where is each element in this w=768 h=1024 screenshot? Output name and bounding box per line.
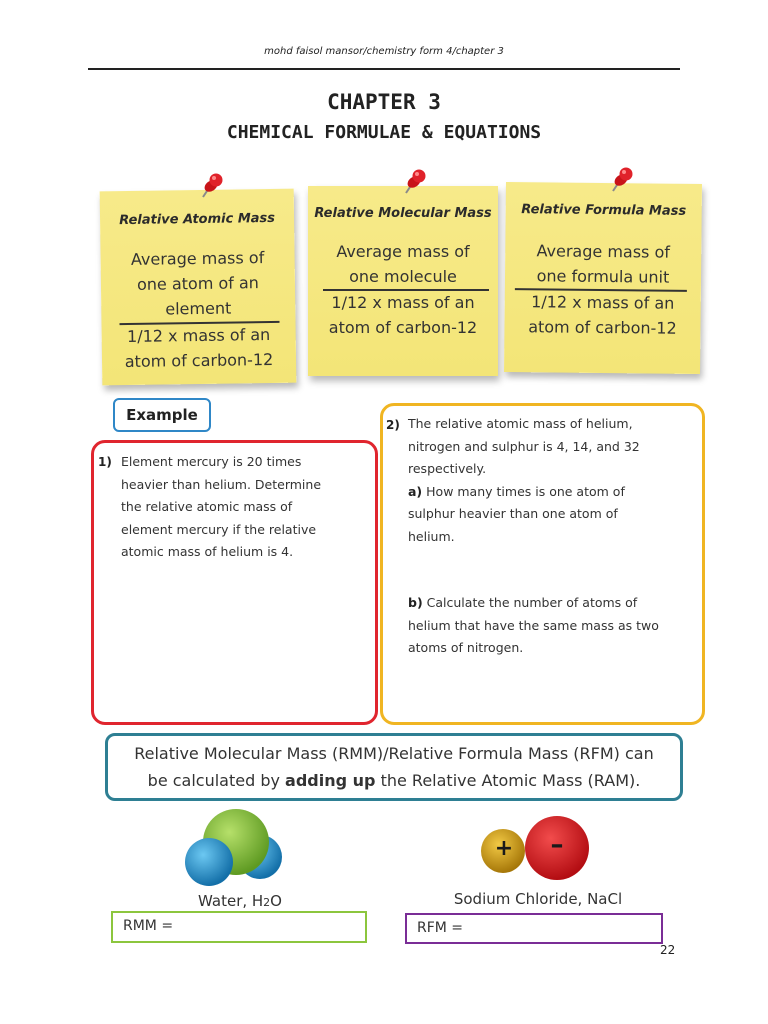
question-2b: b) Calculate the number of atoms of [408, 592, 700, 615]
note-line: Average mass of [536, 241, 671, 262]
text-line: element mercury if the relative [121, 521, 317, 537]
text-line: How many times is one atom of [426, 483, 625, 499]
chapter-title: CHAPTER 3 [327, 90, 441, 114]
question-2b-text: b) Calculate the number of atoms of heli… [408, 592, 700, 660]
question-1-box [91, 440, 378, 725]
nacl-label: Sodium Chloride, NaCl [453, 890, 623, 908]
note-line: one atom of an [136, 273, 259, 294]
question-2a: a) How many times is one atom of [408, 481, 700, 504]
text-span: the Relative Atomic Mass (RAM). [375, 771, 641, 790]
sodium-chloride-icon [481, 816, 589, 880]
chapter-subtitle: CHEMICAL FORMULAE & EQUATIONS [226, 122, 542, 143]
text-span: Water, H [198, 892, 264, 910]
text-line: heavier than helium. Determine [121, 476, 322, 492]
subscript-text: 2 [263, 896, 271, 909]
text-span: be calculated by [147, 771, 286, 790]
note-line: element [165, 298, 232, 319]
rmm-info-box: Relative Molecular Mass (RMM)/Relative F… [105, 733, 683, 801]
note-numerator: Average mass of one formula unit [505, 238, 702, 290]
note-title: Relative Molecular Mass [314, 206, 492, 221]
water-molecule-icon [185, 809, 282, 886]
text-line: respectively. [408, 461, 487, 476]
note-line: 1/12 x mass of an [126, 324, 271, 346]
note-line: one molecule [349, 267, 457, 286]
push-pin-icon [202, 173, 223, 198]
text-line: sulphur heavier than one atom of [408, 506, 618, 521]
note-title: Relative Atomic Mass [119, 210, 276, 229]
page-number: 22 [660, 943, 676, 957]
question-2-number: 2) [386, 418, 400, 432]
part-label: b) [408, 595, 423, 610]
fraction-line [323, 289, 489, 291]
text-line: atomic mass of helium is 4. [121, 544, 294, 559]
text-line: the relative atomic mass of [121, 499, 293, 514]
sticky-note-relative-formula-mass: Relative Formula Mass Average mass of on… [504, 181, 702, 375]
note-line: atom of carbon-12 [328, 318, 478, 337]
note-numerator: Average mass of one molecule [308, 239, 498, 289]
rmm-line-1: Relative Molecular Mass (RMM)/Relative F… [134, 744, 654, 763]
question-2-box [380, 403, 705, 725]
note-denominator: 1/12 x mass of an atom of carbon-12 [102, 322, 297, 375]
rmm-answer-box[interactable]: RMM = [111, 911, 367, 943]
note-numerator: Average mass of one atom of an element [100, 245, 295, 323]
header-rule [88, 68, 680, 70]
push-pin-icon [405, 169, 426, 194]
example-label: Example [113, 398, 211, 432]
question-1-text: Element mercury is 20 times heavier than… [121, 451, 371, 564]
water-label: Water, H2O [170, 892, 310, 910]
page-header: mohd faisol mansor/chemistry form 4/chap… [264, 46, 504, 57]
text-line: atoms of nitrogen. [408, 640, 524, 655]
note-line: one formula unit [536, 266, 670, 287]
plus-sign: + [494, 836, 514, 861]
rmm-line-2: be calculated by adding up the Relative … [108, 767, 680, 794]
text-line: helium that have the same mass as two [408, 617, 659, 633]
note-line: atom of carbon-12 [124, 349, 274, 372]
emphasis-text: adding up [285, 771, 376, 790]
note-denominator: 1/12 x mass of an atom of carbon-12 [308, 290, 498, 340]
note-line: 1/12 x mass of an [531, 292, 675, 313]
text-line: helium. [408, 528, 455, 544]
note-line: atom of carbon-12 [528, 317, 677, 338]
minus-sign: – [550, 830, 564, 860]
text-line: The relative atomic mass of helium, [408, 416, 633, 431]
note-title: Relative Formula Mass [521, 202, 687, 219]
text-span: O [270, 892, 282, 910]
push-pin-icon [612, 167, 633, 192]
note-line: Average mass of [336, 242, 470, 261]
note-line: Average mass of [130, 248, 265, 269]
question-1-number: 1) [98, 455, 112, 469]
note-line: 1/12 x mass of an [331, 293, 475, 312]
text-line: nitrogen and sulphur is 4, 14, and 32 [408, 438, 640, 454]
sticky-note-relative-molecular-mass: Relative Molecular Mass Average mass of … [308, 186, 498, 376]
rfm-answer-box[interactable]: RFM = [405, 913, 663, 944]
note-denominator: 1/12 x mass of an atom of carbon-12 [504, 289, 701, 341]
question-2-text: The relative atomic mass of helium, nitr… [408, 413, 700, 548]
sticky-note-relative-atomic-mass: Relative Atomic Mass Average mass of one… [99, 188, 297, 386]
text-line: Calculate the number of atoms of [426, 595, 638, 610]
part-label: a) [408, 483, 423, 499]
text-line: Element mercury is 20 times [121, 454, 302, 469]
